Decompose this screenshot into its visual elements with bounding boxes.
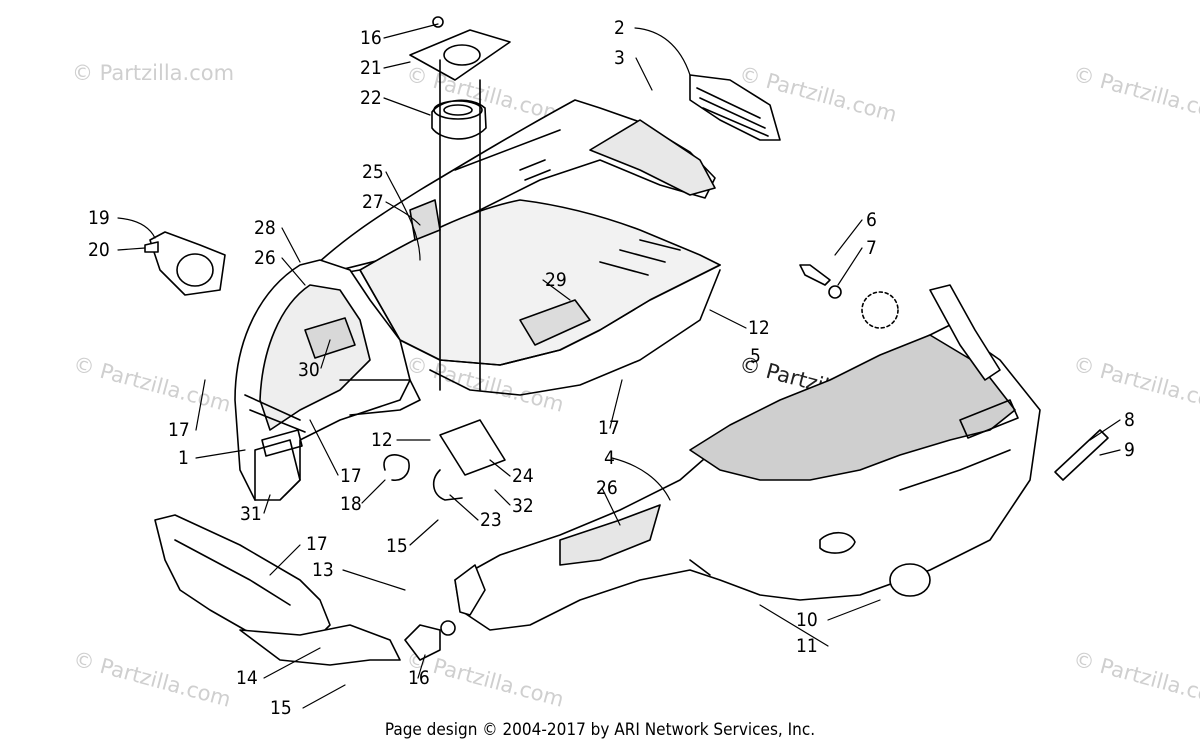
vent-panel [689, 74, 781, 141]
callout-18: 18 [340, 493, 362, 515]
callout-32: 32 [512, 495, 534, 517]
watermark: © Partzilla.com [1071, 62, 1200, 127]
callout-2: 2 [614, 17, 625, 39]
callout-17: 17 [306, 533, 328, 555]
callout-12: 12 [748, 317, 770, 339]
callout-24: 24 [512, 465, 534, 487]
callout-26: 26 [254, 247, 276, 269]
callout-19: 19 [88, 207, 110, 229]
callout-31: 31 [240, 503, 262, 525]
callout-3: 3 [614, 47, 625, 69]
callout-16: 16 [408, 667, 430, 689]
belly-pan-upper [299, 99, 721, 396]
watermark: © Partzilla.com [1071, 647, 1200, 712]
callout-22: 22 [360, 87, 382, 109]
callout-17: 17 [340, 465, 362, 487]
lower-left-trim [154, 514, 401, 666]
watermark: © Partzilla.com [1071, 352, 1200, 417]
callout-4: 4 [604, 447, 615, 469]
parts-artwork [117, 16, 1121, 709]
callout-7: 7 [866, 237, 877, 259]
callout-14: 14 [236, 667, 258, 689]
watermark: © Partzilla.com [71, 647, 234, 712]
callout-17: 17 [168, 419, 190, 441]
callout-labels: 16 21 22 2 3 25 27 19 20 28 26 29 30 17 … [88, 17, 1135, 719]
bracket-parts [144, 231, 1109, 661]
callout-21: 21 [360, 57, 382, 79]
callout-10: 10 [796, 609, 818, 631]
copyright-footer: Page design © 2004-2017 by ARI Network S… [384, 720, 816, 740]
callout-5: 5 [750, 345, 761, 367]
watermark: © Partzilla.com [72, 61, 234, 85]
leader-lines [117, 23, 1121, 709]
callout-6: 6 [866, 209, 877, 231]
lower-right-panel [454, 284, 1041, 631]
callout-20: 20 [88, 239, 110, 261]
callout-12: 12 [371, 429, 393, 451]
callout-29: 29 [545, 269, 567, 291]
callout-30: 30 [298, 359, 320, 381]
left-side-panel [234, 259, 421, 501]
callout-1: 1 [178, 447, 189, 469]
duct-gasket-parts [409, 16, 511, 391]
callout-23: 23 [480, 509, 502, 531]
callout-13: 13 [312, 559, 334, 581]
callout-8: 8 [1124, 409, 1135, 431]
callout-11: 11 [796, 635, 818, 657]
callout-15: 15 [270, 697, 292, 719]
callout-15: 15 [386, 535, 408, 557]
callout-25: 25 [362, 161, 384, 183]
callout-17: 17 [598, 417, 620, 439]
callout-9: 9 [1124, 439, 1135, 461]
callout-16: 16 [360, 27, 382, 49]
callout-26: 26 [596, 477, 618, 499]
callout-28: 28 [254, 217, 276, 239]
callout-27: 27 [362, 191, 384, 213]
watermark: © Partzilla.com [71, 352, 234, 417]
